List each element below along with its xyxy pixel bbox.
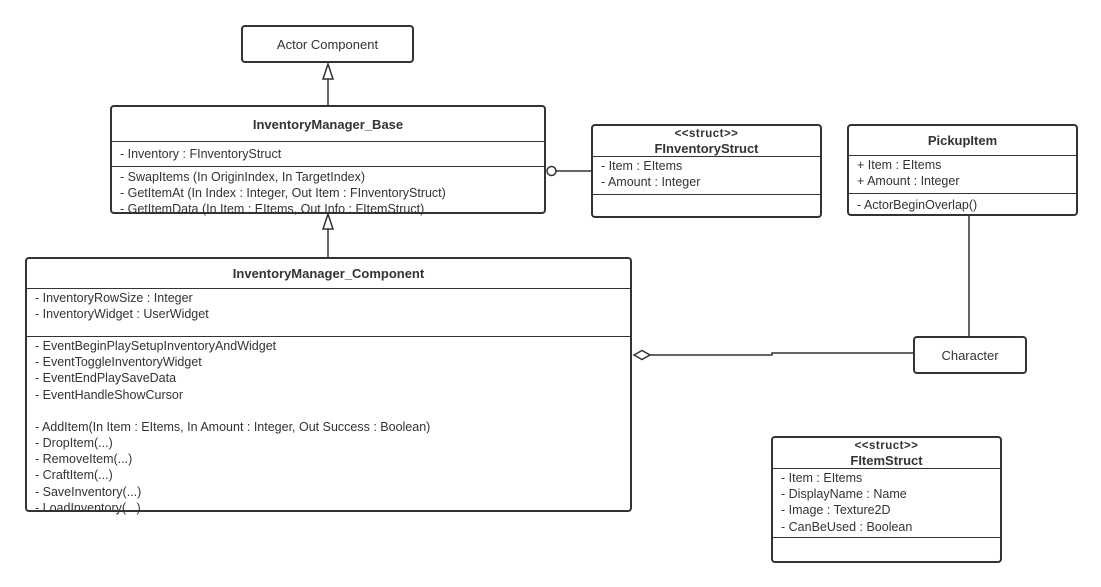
class-actor-component[interactable]: Actor Component xyxy=(241,25,414,63)
operations-section xyxy=(773,537,1000,540)
operation: - CraftItem(...) xyxy=(35,468,113,483)
class-header: InventoryManager_Component xyxy=(27,259,630,289)
attribute: - CanBeUsed : Boolean xyxy=(781,519,913,534)
class-name: Actor Component xyxy=(276,36,379,52)
attributes-section: - InventoryRowSize : Integer - Inventory… xyxy=(27,289,630,336)
operation: - DropItem(...) xyxy=(35,435,113,450)
attributes-section: - Item : EItems - DisplayName : Name - I… xyxy=(773,469,1000,537)
attributes-section: + Item : EItems + Amount : Integer xyxy=(849,156,1076,193)
operations-section: - ActorBeginOverlap() xyxy=(849,193,1076,213)
class-name: InventoryManager_Component xyxy=(232,266,425,281)
operations-section: - SwapItems (In OriginIndex, In TargetIn… xyxy=(112,166,544,218)
operation: - ActorBeginOverlap() xyxy=(857,198,978,212)
class-inventorymanager-component[interactable]: InventoryManager_Component - InventoryRo… xyxy=(25,257,632,515)
operation: - GetItemData (In Item : EItems, Out Inf… xyxy=(120,202,425,217)
class-header: PickupItem xyxy=(849,126,1076,156)
stereotype-label: <<struct>> xyxy=(674,127,739,140)
struct-name: FInventoryStruct xyxy=(654,140,759,156)
operation: - RemoveItem(...) xyxy=(35,452,133,467)
attribute: - Item : EItems xyxy=(781,471,863,485)
attribute: + Amount : Integer xyxy=(857,174,960,189)
attribute: - Item : EItems xyxy=(601,159,683,173)
operation: - GetItemAt (In Index : Integer, Out Ite… xyxy=(120,186,446,201)
attribute: - DisplayName : Name xyxy=(781,487,907,502)
operation: - EventToggleInventoryWidget xyxy=(35,355,202,370)
operation: - SwapItems (In OriginIndex, In TargetIn… xyxy=(120,170,366,184)
struct-name: FItemStruct xyxy=(850,452,923,468)
class-inventorymanager-base[interactable]: InventoryManager_Base - Inventory : FInv… xyxy=(110,105,546,216)
struct-header: <<struct>> FItemStruct xyxy=(773,438,1000,469)
attribute: - Inventory : FInventoryStruct xyxy=(120,147,282,161)
operation: - EventHandleShowCursor xyxy=(35,387,183,402)
operation: - LoadInventory(...) xyxy=(35,500,141,515)
operation: - AddItem(In Item : EItems, In Amount : … xyxy=(35,419,431,434)
attributes-section: - Inventory : FInventoryStruct xyxy=(112,142,544,166)
aggregation-diamond-icon xyxy=(632,349,652,361)
operation: - EventBeginPlaySetupInventoryAndWidget xyxy=(35,339,277,353)
struct-fitemstruct[interactable]: <<struct>> FItemStruct - Item : EItems -… xyxy=(771,436,1002,563)
class-name: InventoryManager_Base xyxy=(252,116,404,132)
class-name: PickupItem xyxy=(927,133,998,148)
attributes-section: - Item : EItems - Amount : Integer xyxy=(593,157,820,194)
class-pickupitem[interactable]: PickupItem + Item : EItems + Amount : In… xyxy=(847,124,1078,216)
association-end-circle-icon xyxy=(546,165,557,177)
struct-finventorystruct[interactable]: <<struct>> FInventoryStruct - Item : EIt… xyxy=(591,124,822,218)
generalization-arrowhead-actor-icon xyxy=(321,61,335,80)
operation: - EventEndPlaySaveData xyxy=(35,371,177,386)
operations-section xyxy=(593,194,820,197)
stereotype-label: <<struct>> xyxy=(854,439,919,452)
class-character[interactable]: Character xyxy=(913,336,1027,374)
operations-section: - EventBeginPlaySetupInventoryAndWidget … xyxy=(27,336,630,516)
attribute: - InventoryWidget : UserWidget xyxy=(35,307,209,322)
attribute: - Image : Texture2D xyxy=(781,503,891,518)
attribute: - InventoryRowSize : Integer xyxy=(35,291,193,305)
attribute: - Amount : Integer xyxy=(601,175,701,190)
class-name: Character xyxy=(941,347,999,363)
generalization-arrowhead-base-icon xyxy=(321,211,335,230)
attribute: + Item : EItems xyxy=(857,158,942,172)
struct-header: <<struct>> FInventoryStruct xyxy=(593,126,820,157)
class-header: InventoryManager_Base xyxy=(112,107,544,142)
operation: - SaveInventory(...) xyxy=(35,484,142,499)
aggregation-line-character-to-component xyxy=(650,352,913,356)
operations-spacer xyxy=(35,403,622,419)
